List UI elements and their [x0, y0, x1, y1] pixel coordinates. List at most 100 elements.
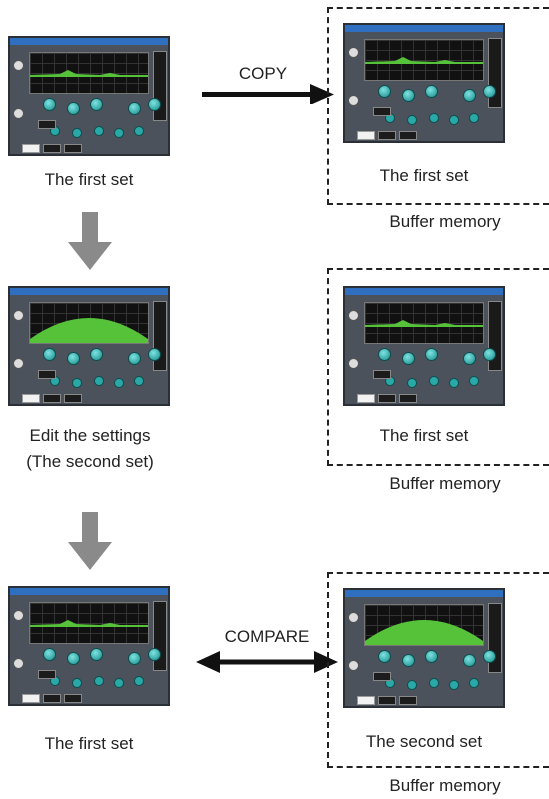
- knob-icon: [43, 98, 56, 111]
- screen-buffer-1: [343, 23, 505, 143]
- caption-buffer-2-first-set: The first set: [379, 426, 469, 445]
- side-knob: [348, 47, 359, 58]
- side-knob: [13, 108, 24, 119]
- buffer-memory-box-2: [327, 268, 549, 466]
- small-knob-icon: [72, 128, 82, 138]
- knob-icon: [483, 348, 496, 361]
- mode-button: [357, 696, 375, 705]
- knob-icon: [378, 650, 391, 663]
- side-knob: [13, 310, 24, 321]
- knob-icon: [402, 89, 415, 102]
- title-bar: [345, 25, 503, 32]
- mode-button: [357, 131, 375, 140]
- knob-icon: [90, 98, 103, 111]
- mode-button: [378, 394, 396, 403]
- small-knob-icon: [449, 115, 459, 125]
- knob-icon: [402, 352, 415, 365]
- compare-label: COMPARE: [224, 627, 310, 646]
- side-knob: [13, 358, 24, 369]
- eq-graph: [364, 39, 484, 81]
- mode-button: [373, 107, 391, 116]
- mode-button: [399, 696, 417, 705]
- small-knob-icon: [407, 680, 417, 690]
- small-knob-icon: [429, 113, 439, 123]
- side-knob: [13, 658, 24, 669]
- knob-icon: [67, 352, 80, 365]
- mode-button: [22, 394, 40, 403]
- title-bar: [10, 38, 168, 45]
- knob-icon: [483, 85, 496, 98]
- knob-icon: [90, 648, 103, 661]
- mode-button: [38, 670, 56, 679]
- small-knob-icon: [114, 128, 124, 138]
- knob-icon: [67, 102, 80, 115]
- copy-label: COPY: [238, 64, 288, 83]
- knob-icon: [425, 348, 438, 361]
- mode-button: [378, 131, 396, 140]
- mode-button: [22, 694, 40, 703]
- screen-buffer-3: [343, 588, 505, 708]
- small-knob-icon: [114, 678, 124, 688]
- small-knob-icon: [72, 378, 82, 388]
- mode-button: [378, 696, 396, 705]
- knob-icon: [378, 348, 391, 361]
- mode-button: [38, 120, 56, 129]
- knob-icon: [378, 85, 391, 98]
- small-knob-icon: [134, 376, 144, 386]
- caption-buffer-3-second-set: The second set: [365, 732, 483, 751]
- eq-curve: [365, 57, 483, 64]
- small-knob-icon: [134, 676, 144, 686]
- screen-buffer-2: [343, 286, 505, 406]
- mode-button: [399, 394, 417, 403]
- knob-icon: [425, 85, 438, 98]
- caption-first-set-bottom: The first set: [44, 734, 134, 753]
- mode-button: [399, 131, 417, 140]
- screen-first-set-bottom: [8, 586, 170, 706]
- knob-icon: [67, 652, 80, 665]
- mode-button: [373, 370, 391, 379]
- small-knob-icon: [114, 378, 124, 388]
- title-bar: [345, 590, 503, 597]
- knob-icon: [148, 348, 161, 361]
- down-arrow-2: [62, 512, 118, 577]
- small-knob-icon: [134, 126, 144, 136]
- mode-button: [43, 694, 61, 703]
- knob-icon: [128, 652, 141, 665]
- small-knob-icon: [407, 378, 417, 388]
- side-knob: [348, 660, 359, 671]
- eq-curve: [365, 320, 483, 327]
- compare-arrow: [196, 651, 338, 678]
- eq-curve: [30, 620, 148, 627]
- small-knob-icon: [94, 676, 104, 686]
- title-bar: [10, 588, 168, 595]
- knob-icon: [463, 654, 476, 667]
- knob-icon: [483, 650, 496, 663]
- buffer-memory-box-1: [327, 7, 549, 205]
- copy-arrow: [202, 84, 334, 109]
- mode-button: [38, 370, 56, 379]
- caption-first-set-top: The first set: [44, 170, 134, 189]
- caption-second-set-paren: (The second set): [26, 452, 154, 471]
- eq-graph: [29, 602, 149, 644]
- mode-button: [64, 394, 82, 403]
- knob-icon: [402, 654, 415, 667]
- knob-icon: [128, 102, 141, 115]
- eq-graph: [29, 302, 149, 344]
- small-knob-icon: [449, 378, 459, 388]
- eq-curve: [365, 620, 483, 645]
- mode-button: [43, 394, 61, 403]
- small-knob-icon: [449, 680, 459, 690]
- mode-button: [357, 394, 375, 403]
- knob-icon: [43, 348, 56, 361]
- small-knob-icon: [429, 376, 439, 386]
- mode-button: [64, 144, 82, 153]
- knob-icon: [148, 648, 161, 661]
- mode-button: [22, 144, 40, 153]
- small-knob-icon: [429, 678, 439, 688]
- screen-first-set-top: [8, 36, 170, 156]
- small-knob-icon: [469, 678, 479, 688]
- eq-curve: [30, 70, 148, 77]
- screen-edited-settings: [8, 286, 170, 406]
- knob-icon: [90, 348, 103, 361]
- side-knob: [348, 95, 359, 106]
